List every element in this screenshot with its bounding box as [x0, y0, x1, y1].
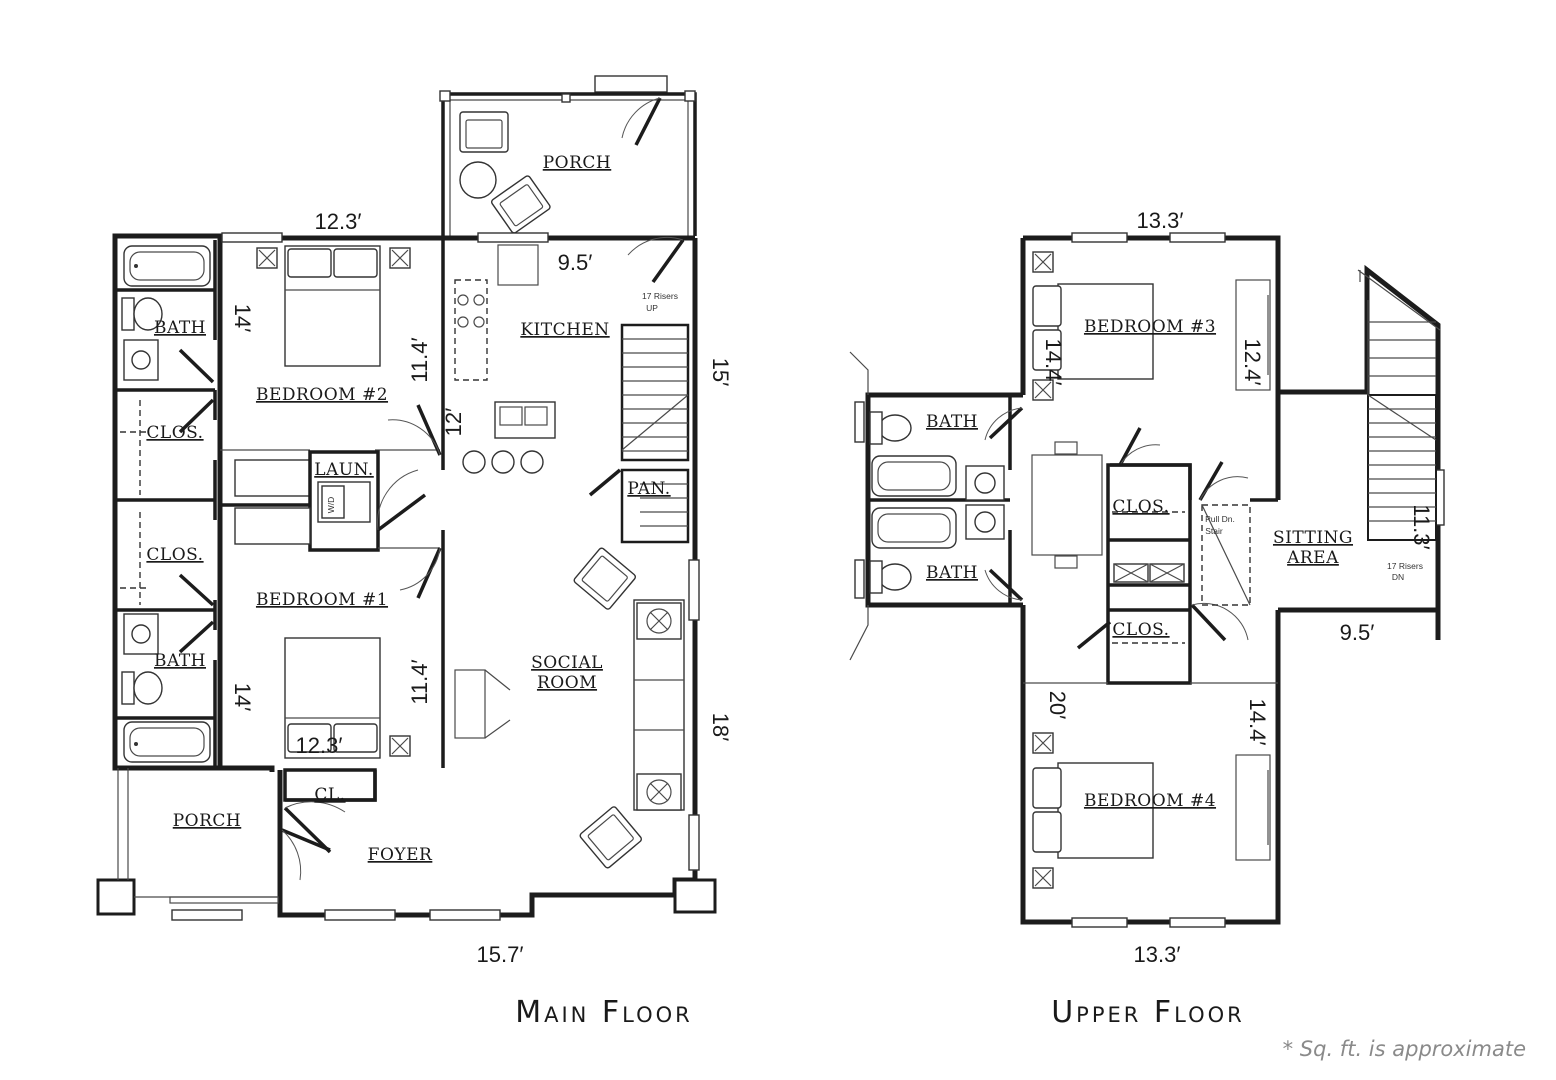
porch-top — [439, 75, 697, 236]
dimension-bedroom-4-right: 14.4′ — [1245, 699, 1270, 746]
dimension-bedroom-3-left: 14.4′ — [1041, 339, 1066, 386]
upper-floor-title: Upper Floor — [1051, 995, 1245, 1030]
dimension-bath-bottom-height: 14′ — [230, 683, 255, 712]
room-label-bedroom-3: BEDROOM #3 — [1084, 317, 1216, 337]
room-label-upper-closet-top: CLOS. — [1112, 497, 1169, 517]
upper-floor-plan: BEDROOM #3 BATH CLOS. SITTING AREA BATH … — [849, 208, 1445, 1030]
dimension-bedroom-1-height: 11.4′ — [407, 659, 432, 704]
room-label-bath-bottom: BATH — [154, 651, 206, 671]
room-label-porch-bottom: PORCH — [173, 811, 242, 831]
dimension-main-bottom-width: 15.7′ — [477, 942, 524, 967]
room-label-sitting-line1: SITTING — [1273, 528, 1353, 548]
upper-stairs-direction-label: DN — [1392, 572, 1404, 582]
washer-dryer-label: W/D — [326, 497, 336, 514]
pull-down-stair-label-line1: Pull Dn. — [1205, 514, 1235, 524]
room-label-laundry: LAUN. — [314, 460, 374, 480]
room-label-porch-top: PORCH — [543, 153, 612, 173]
dimension-sitting-width: 9.5′ — [1340, 620, 1375, 645]
room-label-pantry: PAN. — [627, 479, 670, 499]
square-footage-footnote: * Sq. ft. is approximate — [1283, 1037, 1526, 1061]
dimension-main-right-lower: 18′ — [708, 713, 733, 742]
room-label-coat-closet: CL. — [314, 785, 345, 805]
room-label-kitchen: KITCHEN — [520, 320, 609, 340]
main-floor-title: Main Floor — [515, 995, 693, 1030]
dimension-bedroom-3-right: 12.4′ — [1240, 339, 1265, 386]
room-label-closet-bottom: CLOS. — [146, 545, 203, 565]
dimension-main-right-upper: 15′ — [708, 358, 733, 387]
dimension-kitchen-depth: 12′ — [441, 408, 466, 437]
dimension-bedroom-1-width: 12.3′ — [296, 733, 343, 758]
stairs-risers-label: 17 Risers — [642, 291, 678, 301]
room-label-social-line2: ROOM — [537, 673, 597, 693]
room-label-bedroom-2: BEDROOM #2 — [256, 385, 388, 405]
room-label-upper-bath-bottom: BATH — [926, 563, 978, 583]
upper-stairs-risers-label: 17 Risers — [1387, 561, 1423, 571]
dimension-bedroom-2-height: 11.4′ — [407, 337, 432, 382]
dimension-bath-top-height: 14′ — [230, 304, 255, 333]
room-label-social-line1: SOCIAL — [531, 653, 603, 673]
room-label-foyer: FOYER — [368, 845, 433, 865]
stairs-direction-label: UP — [646, 303, 658, 313]
dimension-main-top-width: 12.3′ — [315, 209, 362, 234]
room-label-bedroom-1: BEDROOM #1 — [256, 590, 388, 610]
dimension-bedroom-4-left: 20′ — [1045, 691, 1070, 720]
dimension-upper-stair-height: 11.3′ — [1409, 504, 1434, 549]
dimension-upper-top-width: 13.3′ — [1137, 208, 1184, 233]
room-label-closet-top: CLOS. — [146, 423, 203, 443]
room-label-bath-top: BATH — [154, 318, 206, 338]
room-label-bedroom-4: BEDROOM #4 — [1084, 791, 1216, 811]
room-label-upper-closet-bottom: CLOS. — [1112, 620, 1169, 640]
main-floor-plan: PORCH BATH CLOS. BEDROOM #2 KITCHEN LAUN… — [96, 75, 733, 1030]
dimension-upper-bottom-width: 13.3′ — [1134, 942, 1181, 967]
pull-down-stair-label-line2: Stair — [1205, 526, 1223, 536]
room-label-upper-bath-top: BATH — [926, 412, 978, 432]
dimension-kitchen-width: 9.5′ — [558, 250, 593, 275]
room-label-sitting-line2: AREA — [1286, 548, 1339, 568]
